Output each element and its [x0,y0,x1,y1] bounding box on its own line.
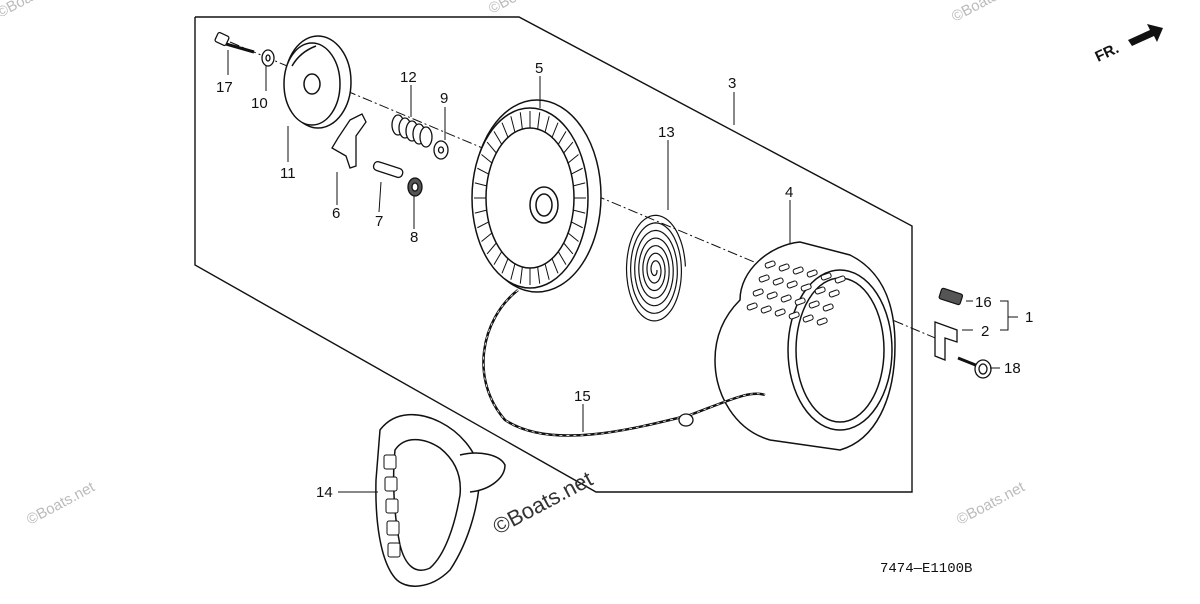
part-5-pulley [471,99,602,293]
watermark-bottom-left: ©Boats.net [24,478,98,528]
watermark-center: ©Boats.net [489,466,597,539]
part-11-plate [283,35,352,129]
part-16-clip [938,287,964,306]
part-17-bolt [214,31,255,54]
front-label: FR. [1093,40,1122,66]
assembly-outline [194,16,913,493]
label-part-12: 12 [400,69,417,86]
part-labels: 1 2 3 4 5 6 7 8 9 10 11 12 13 14 15 16 1… [216,60,1033,501]
label-part-17: 17 [216,79,233,96]
label-part-3: 3 [728,75,736,92]
front-arrow-icon [1128,24,1163,46]
part-9-washer [433,140,449,160]
part-12-spring [391,114,433,148]
part-10-washer [261,49,275,67]
label-part-13: 13 [658,124,675,141]
label-part-1: 1 [1025,309,1033,326]
watermark-top-right: ©Boats.net [949,0,1023,26]
label-part-6: 6 [332,205,340,222]
part-18-bolt [957,356,992,379]
watermark-top-center: ©Boats.net [486,0,560,18]
part-14-handle-grip [375,413,506,587]
label-part-15: 15 [574,388,591,405]
label-part-5: 5 [535,60,543,77]
label-part-10: 10 [251,95,268,112]
label-part-4: 4 [785,184,793,201]
watermark-bottom-right: ©Boats.net [954,478,1028,528]
part-15-rope [482,289,766,437]
front-direction-indicator: FR. [1093,24,1163,66]
label-part-7: 7 [375,213,383,230]
watermark-top-left: ©Boats.net [0,0,68,22]
label-part-16: 16 [975,294,992,311]
part-7-pin [372,160,404,179]
label-part-8: 8 [410,229,418,246]
label-part-18: 18 [1004,360,1021,377]
label-part-9: 9 [440,90,448,107]
drawing-code: 7474—E1100B [880,561,972,577]
part-2-bracket [934,321,958,361]
label-part-2: 2 [981,323,989,340]
part-8-nut [407,177,423,197]
part-13-recoil-spring [625,214,686,322]
label-part-11: 11 [280,165,296,182]
part-4-housing [714,241,896,451]
label-part-14: 14 [316,484,333,501]
leader-lines [227,50,1018,493]
part-6-pawl [331,113,367,169]
